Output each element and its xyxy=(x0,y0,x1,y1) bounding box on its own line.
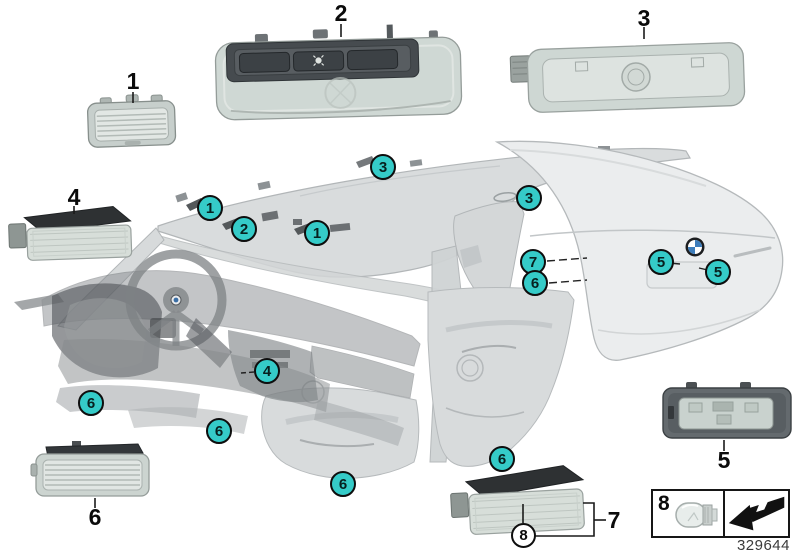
part-label-5[interactable]: 5 xyxy=(717,447,731,473)
page-turn-arrow-icon xyxy=(728,496,784,530)
part-3-luggage-light-illustration xyxy=(509,42,746,113)
callout-2-headliner[interactable]: 2 xyxy=(231,216,257,242)
part-7-lamp-illustration xyxy=(450,465,585,535)
part-label-4[interactable]: 4 xyxy=(67,184,81,210)
callout-3-headliner-front[interactable]: 3 xyxy=(370,154,396,180)
legend-arrow-cell xyxy=(725,491,788,536)
callout-3-headliner-rear[interactable]: 3 xyxy=(516,185,542,211)
part-label-7[interactable]: 7 xyxy=(607,507,621,533)
callout-6-rear-door[interactable]: 6 xyxy=(489,446,515,472)
legend-bulb-cell: 8 xyxy=(653,491,725,536)
callout-6-dashboard-left[interactable]: 6 xyxy=(78,390,104,416)
callout-6-dashboard-center[interactable]: 6 xyxy=(206,418,232,444)
callout-4-dashboard[interactable]: 4 xyxy=(254,358,280,384)
legend-box: 8 xyxy=(651,489,790,538)
leader-lines xyxy=(73,24,725,537)
callout-1-headliner-right[interactable]: 1 xyxy=(304,220,330,246)
bmw-roundel-icon xyxy=(685,237,705,257)
callout-5-trunklid-right[interactable]: 5 xyxy=(705,259,731,285)
part-1-interior-light-illustration xyxy=(86,94,177,148)
part-label-3[interactable]: 3 xyxy=(637,5,651,31)
legend-bulb-number: 8 xyxy=(658,492,670,515)
wedge-bulb-icon xyxy=(675,502,718,528)
part-label-6[interactable]: 6 xyxy=(88,504,102,530)
callout-6-front-door[interactable]: 6 xyxy=(330,471,356,497)
part-illustrations xyxy=(8,24,792,535)
drawing-number: 329644 xyxy=(736,537,790,554)
reading-light-icon xyxy=(312,54,325,67)
car-interior-ghost xyxy=(14,140,784,479)
part-label-1[interactable]: 1 xyxy=(126,68,140,94)
callout-5-trunklid-left[interactable]: 5 xyxy=(648,249,674,275)
callout-1-headliner-left[interactable]: 1 xyxy=(197,195,223,221)
callout-8-bulb[interactable]: 8 xyxy=(511,523,536,548)
part-5-licence-plate-light-illustration xyxy=(662,382,792,439)
part-label-2[interactable]: 2 xyxy=(334,0,348,26)
part-4-footwell-light-illustration xyxy=(8,205,133,261)
callout-6-tailgate[interactable]: 6 xyxy=(522,270,548,296)
part-2-roof-console-illustration xyxy=(214,24,463,121)
part-6-door-light-illustration xyxy=(30,441,150,497)
